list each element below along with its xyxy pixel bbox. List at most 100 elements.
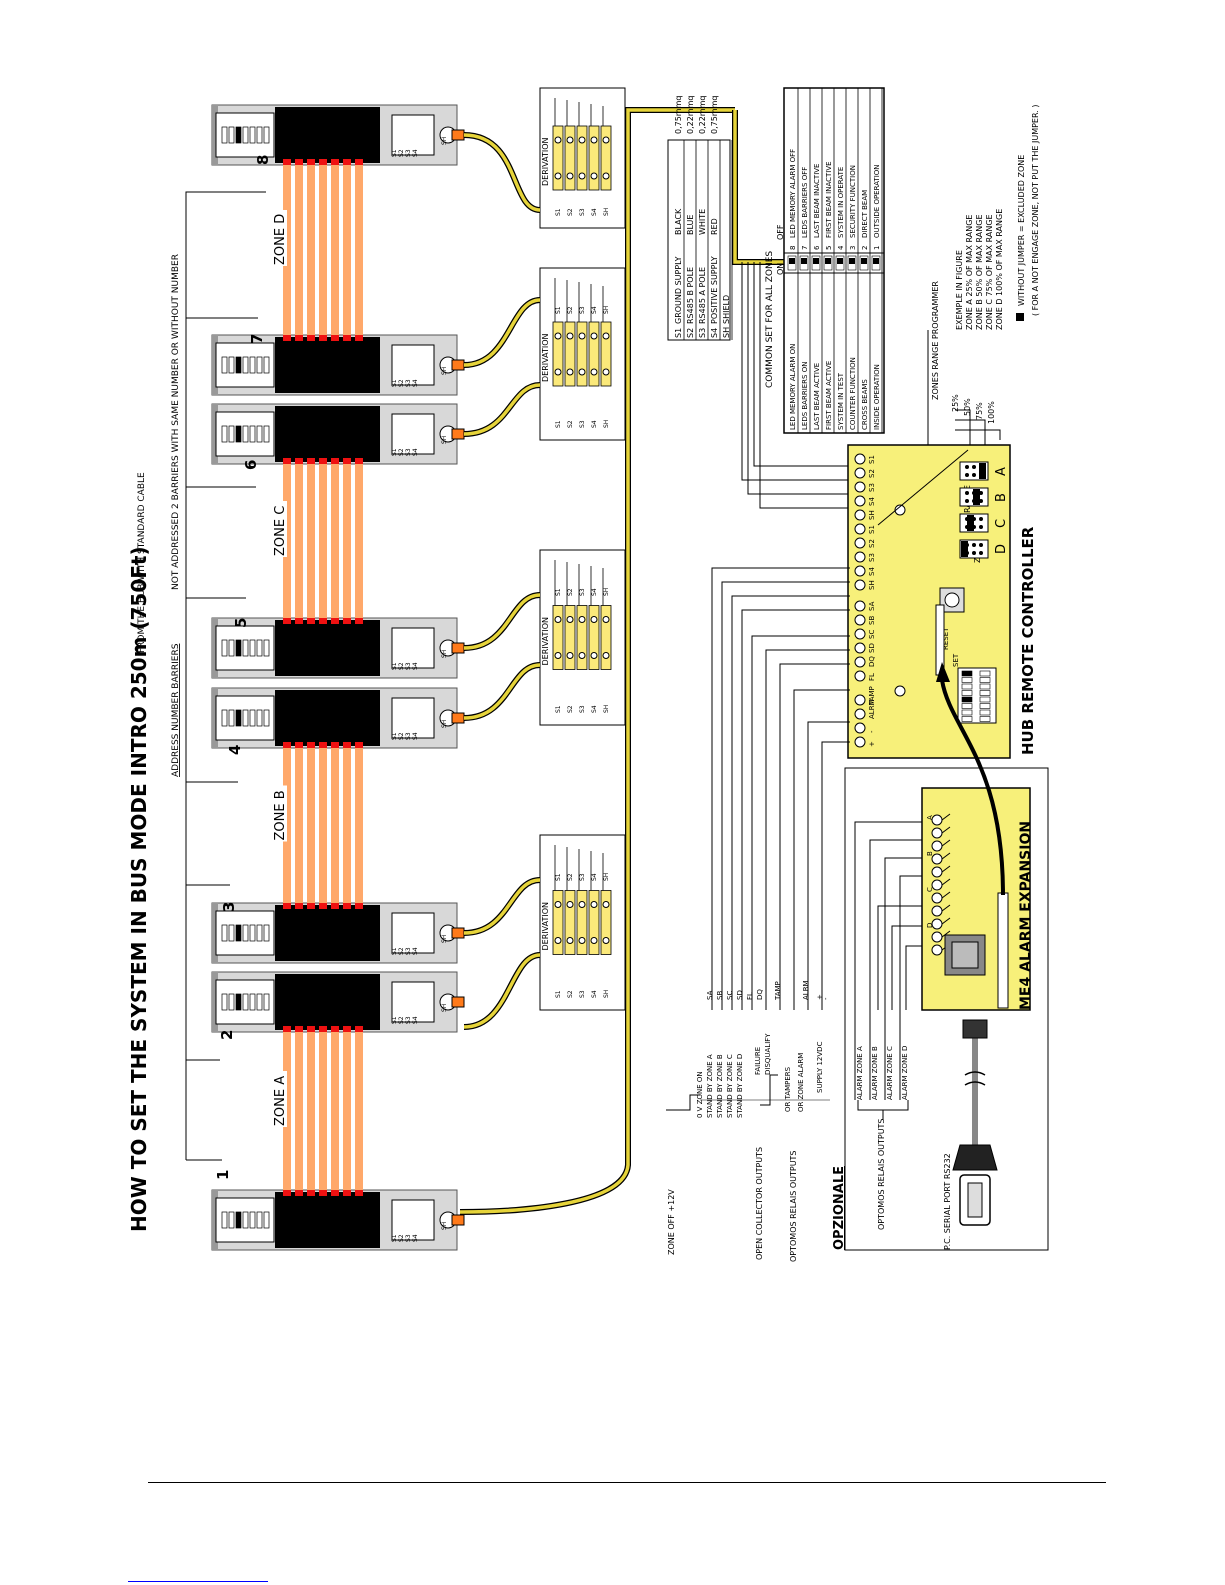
derivation-terminal-label: S3 [579, 705, 586, 713]
dip-slot [235, 425, 242, 443]
me4-connector [997, 892, 1009, 1009]
dip-slot [228, 709, 235, 727]
terminal-screw [590, 172, 598, 180]
derivation-terminal-label: S2 [567, 990, 574, 998]
dip-slot [961, 670, 973, 677]
barrier-terminal-label: S1 [391, 662, 398, 670]
beam-led [307, 742, 315, 748]
range-notes: ZONES RANGE PROGRAMMER EXEMPLE IN FIGURE… [927, 105, 1040, 501]
derivation-label: DERIVATION [541, 902, 550, 950]
range-example: ZONE A 25% OF MAX RANGE [965, 215, 974, 330]
dip-slot [256, 924, 263, 942]
standby-code: SD [736, 990, 744, 1000]
not-addressed-note: NOT ADDRESSED 2 BARRIERS WITH SAME NUMBE… [171, 254, 181, 590]
hub-terminal [854, 600, 866, 612]
barrier-number: 6 [242, 460, 260, 470]
zone-label-bg [265, 1071, 287, 1127]
barrier-terminal-block [391, 1199, 435, 1241]
beam-led [331, 903, 339, 909]
derivation-terminal [552, 125, 564, 191]
barrier-terminal-label: S4 [412, 1016, 419, 1024]
derivation-terminal-label: S1 [555, 208, 562, 216]
derivation-terminal-label: S2 [567, 705, 574, 713]
hub-terminal-label: S2 [868, 469, 876, 478]
me4-ribbon-arrow [936, 662, 950, 682]
beam-led [307, 159, 315, 165]
pc-db9-hood [952, 1144, 998, 1171]
beam-led [355, 1026, 363, 1032]
beam-led [319, 458, 327, 464]
barrier-drop-cable [463, 662, 541, 721]
terminal-screw [554, 368, 562, 376]
dip-slot [228, 126, 235, 144]
reset-button-cap[interactable] [944, 592, 960, 608]
me4-terminal [931, 866, 943, 878]
range-example: ZONE C 75% OF MAX RANGE [985, 214, 994, 330]
barrier-number: 1 [214, 1170, 232, 1180]
me4-letter: A [926, 815, 934, 820]
optomos-label: OPTOMOS RELAIS OUTPUTS [789, 1150, 798, 1262]
hub-terminal [854, 614, 866, 626]
barrier-optics [275, 406, 380, 462]
barrier-sh-label: SH [441, 137, 448, 145]
me4-terminal [931, 905, 943, 917]
beam-led [283, 1190, 291, 1196]
barrier-terminal-block [391, 697, 435, 739]
barrier-terminal-label: S4 [412, 448, 419, 456]
beam-led [343, 742, 351, 748]
barrier-number: 7 [248, 334, 266, 344]
beam-led [319, 159, 327, 165]
open-collector-leader [760, 1074, 778, 1106]
hub-dip-switch[interactable] [957, 667, 997, 724]
dip-slot [221, 993, 228, 1011]
derivation-terminal-label: SH [603, 208, 610, 216]
derivation-terminal [576, 890, 588, 955]
barrier-terminal-block [391, 114, 435, 156]
derivation-terminal-label: S1 [555, 306, 562, 314]
derivation-terminal-label: S4 [591, 873, 598, 881]
hub-terminal-label: SA [868, 601, 876, 611]
footer-link-underline [128, 1581, 268, 1582]
dip-slot [228, 924, 235, 942]
derivation-terminal-label: S4 [591, 588, 598, 596]
common-row-on: LEDS BARRIERS ON [801, 362, 809, 430]
hub-terminal-label: S4 [868, 497, 876, 506]
optional-title: OPZIONALE [832, 1166, 847, 1250]
barrier-terminal-label: S3 [405, 732, 412, 740]
beam-ray [319, 746, 327, 905]
zone-beams: ZONE B [265, 742, 363, 909]
barrier-sh-label: SH [441, 367, 448, 375]
beam-led [295, 903, 303, 909]
common-row-off: LED MEMORY ALARM OFF [789, 149, 797, 238]
pc-db9-pins [967, 1182, 983, 1218]
barrier-edge [212, 105, 218, 165]
derivation-terminal-label: S3 [579, 420, 586, 428]
barrier-drop-cable-fill [463, 383, 541, 436]
dip-slot [242, 993, 249, 1011]
barrier-gland-nut [451, 129, 465, 141]
terminal-screw [578, 901, 586, 908]
terminal-screw [590, 937, 598, 944]
hub-terminal [854, 656, 866, 668]
hub-reset-button[interactable] [939, 587, 965, 613]
zone-beams: ZONE D [265, 159, 363, 341]
hub-terminal-label: S1 [868, 455, 876, 464]
zone-label-bg [265, 501, 287, 557]
jumper-pin [979, 517, 983, 521]
pc-port-label: P.C. SERIAL PORT RS232 [943, 1153, 952, 1250]
barrier-sh-label: SH [441, 720, 448, 728]
range-example-title: EXEMPLE IN FIGURE [955, 250, 964, 330]
optional-alarm-label: ALARM ZONE D [901, 1046, 909, 1100]
terminal-screw [578, 136, 586, 144]
beam-led [331, 159, 339, 165]
dip-slot [961, 677, 973, 683]
common-row-number: 2 [861, 246, 869, 250]
barrier-terminal-block [391, 981, 435, 1023]
terminal-screw [602, 172, 610, 180]
